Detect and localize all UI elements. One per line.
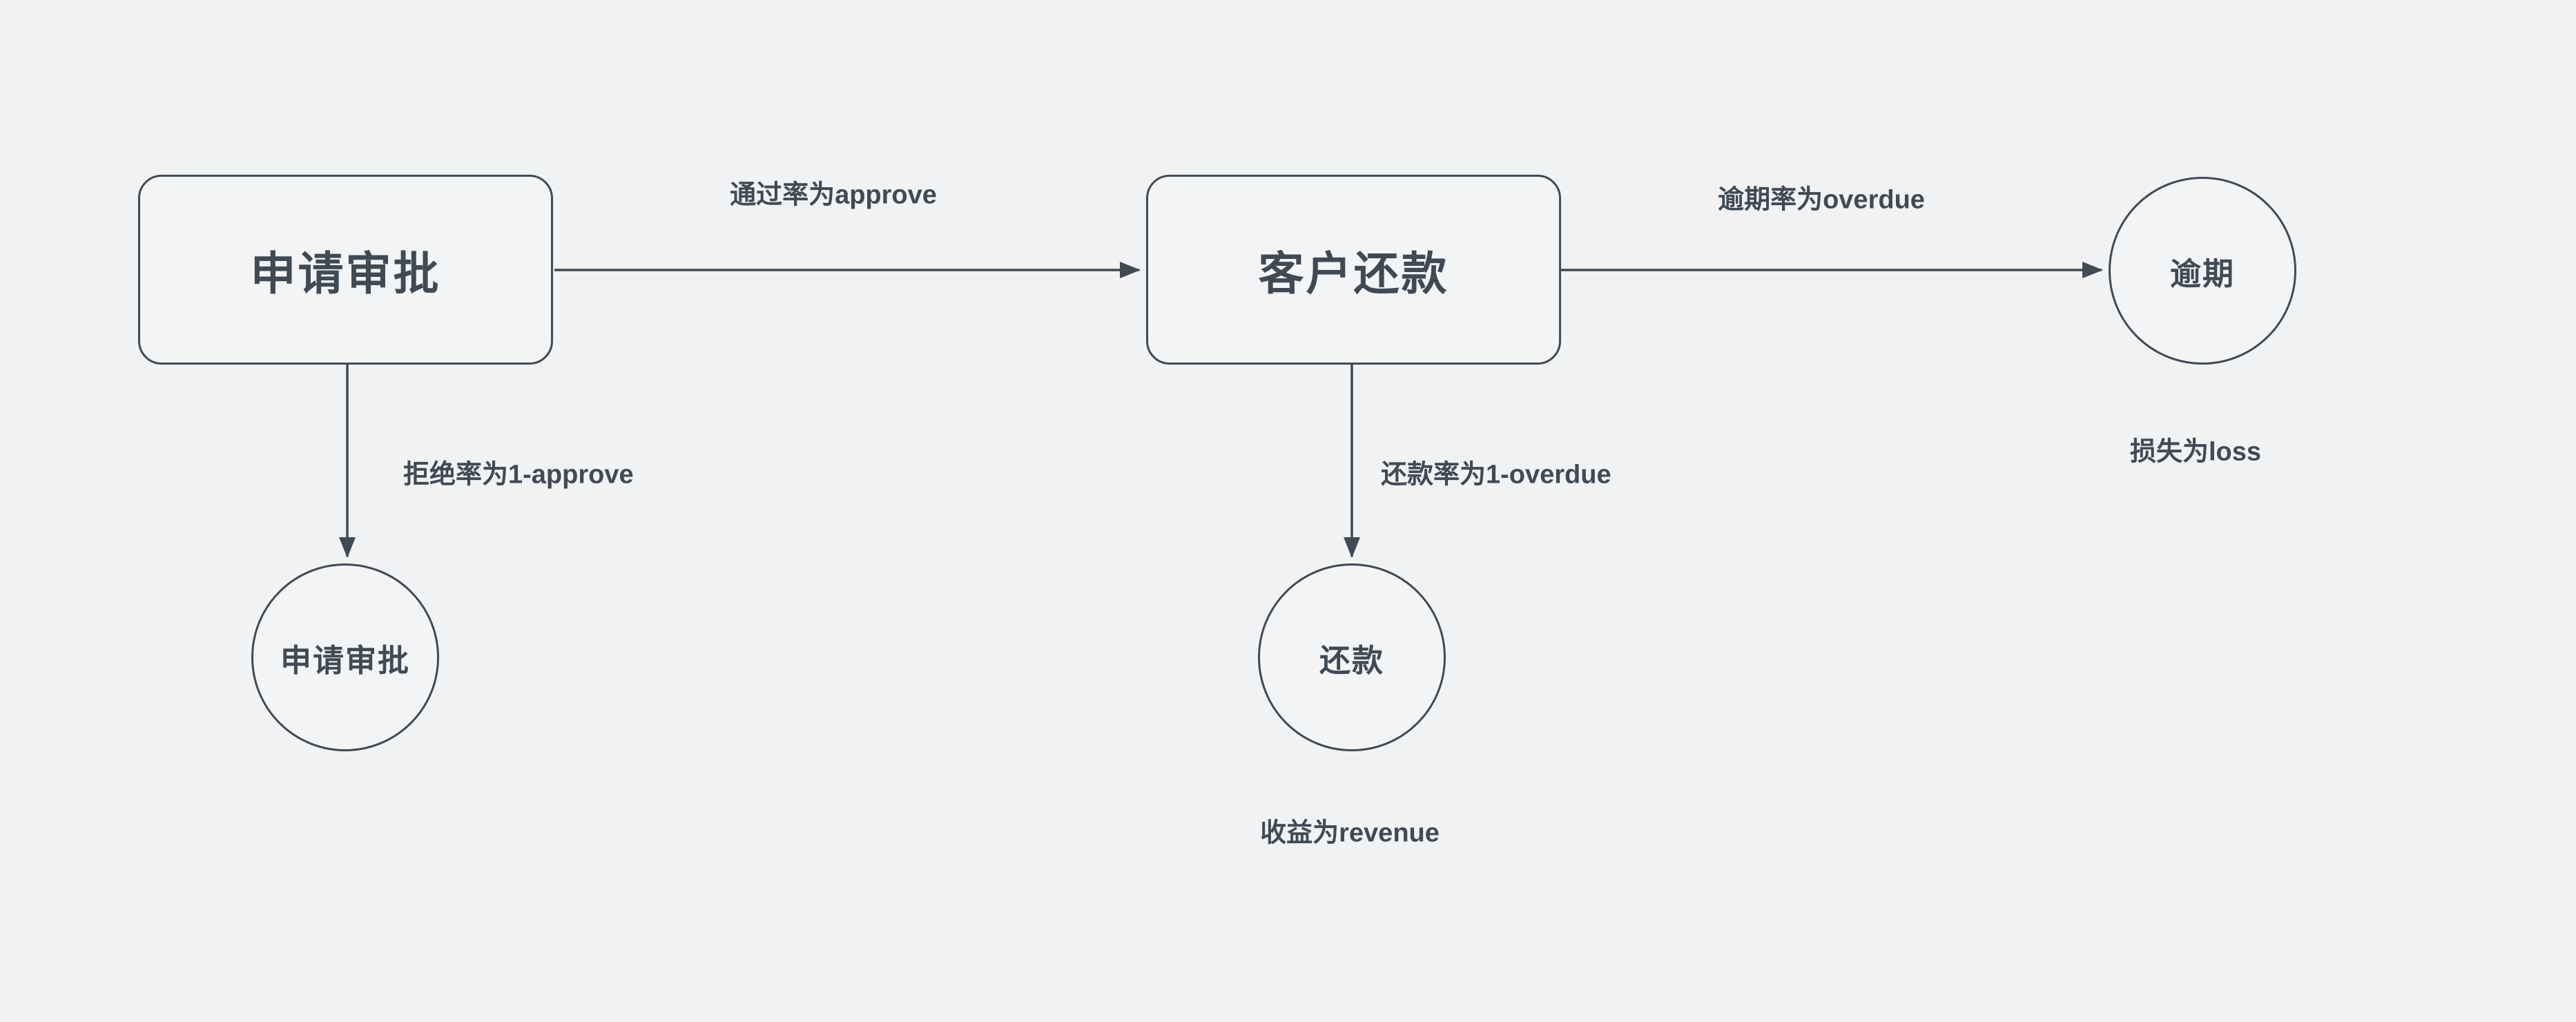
edge-label-repayment-rate[interactable]: 还款率为1-overdue [1381, 460, 1611, 490]
edge-label-reject-rate[interactable]: 拒绝率为1-approve [403, 460, 634, 490]
node-label: 申请审批 [280, 642, 410, 678]
node-application-approval-box[interactable]: 申请审批 [138, 175, 553, 365]
node-overdue-circle[interactable]: 逾期 [2109, 177, 2296, 365]
edge-label-pass-rate[interactable]: 通过率为approve [730, 180, 937, 210]
node-application-approval-circle[interactable]: 申请审批 [251, 563, 439, 751]
edge-label-overdue-rate[interactable]: 逾期率为overdue [1718, 185, 1925, 215]
node-label: 客户还款 [1258, 247, 1449, 299]
annotation-revenue[interactable]: 收益为revenue [1260, 818, 1440, 848]
annotation-loss[interactable]: 损失为loss [2129, 437, 2262, 467]
node-label: 申请审批 [250, 247, 441, 299]
node-customer-repayment-box[interactable]: 客户还款 [1146, 175, 1561, 365]
node-label: 还款 [1319, 642, 1384, 678]
node-label: 逾期 [2169, 256, 2235, 291]
node-repayment-circle[interactable]: 还款 [1258, 563, 1446, 751]
